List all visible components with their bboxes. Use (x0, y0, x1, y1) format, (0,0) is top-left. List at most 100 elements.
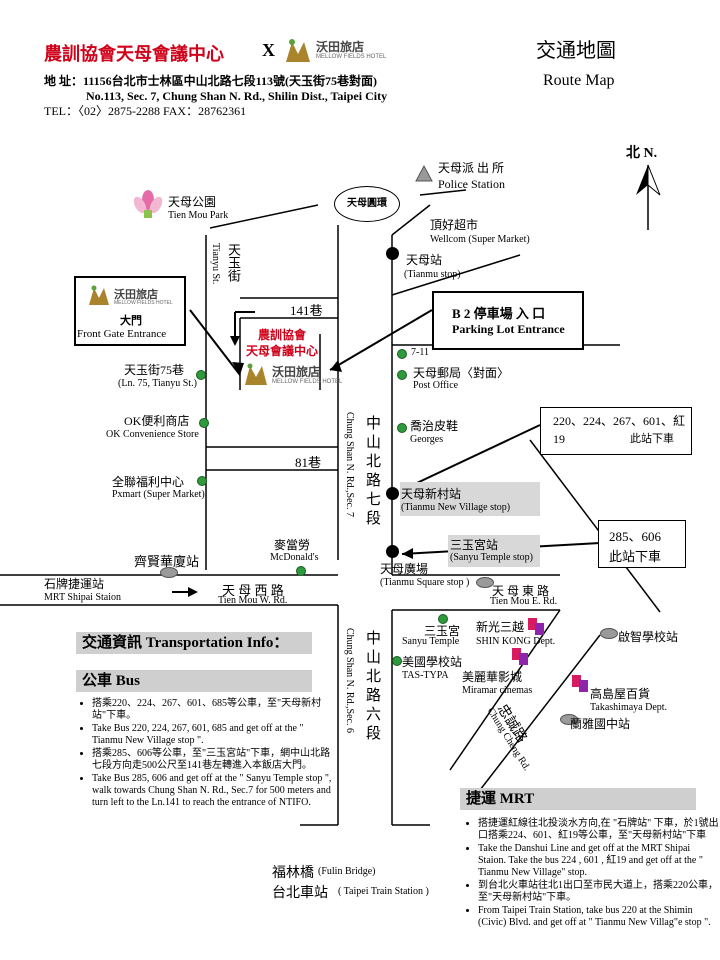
center-line1: 農訓協會 (258, 328, 307, 342)
mcd-marker (296, 566, 306, 576)
sanyu-stop-en: (Sanyu Temple stop) (450, 552, 533, 563)
transport-heading: 交通資訊 Transportation Info： (76, 632, 312, 654)
ok-store-marker (199, 418, 209, 428)
shinkong-zh: 新光三越 (476, 620, 525, 634)
hotel-logo-icon (245, 363, 267, 385)
hotel-logo-header: 沃田旅店 MELLOW FIELDS HOTEL (284, 36, 386, 66)
seven-eleven: 7-11 (411, 347, 429, 358)
lanya-marker (560, 714, 578, 725)
mrt-info-item: 搭捷運紅線往北投淡水方向,在 "石牌站" 下車，於1號出口搭乘224、601、紅… (478, 818, 720, 842)
miramar-en: Miramar cinemas (462, 685, 533, 696)
pxmart-zh: 全聯福利中心 (112, 475, 185, 489)
tienmu-w-zh: 天 母 西 路 (222, 583, 284, 598)
tienmu-e-marker (476, 577, 494, 588)
shopping-bags-icon (512, 618, 588, 692)
post-en: Post Office (413, 380, 459, 391)
new-village-en: (Tianmu New Village stop) (401, 502, 511, 513)
tienmu-e-zh: 天 母 東 路 (492, 584, 550, 598)
sanyu-temple-marker (438, 614, 448, 624)
bus-box2-numbers: 285、606 (609, 529, 662, 544)
bus-heading: 公車 Bus (76, 670, 312, 692)
hotel-name-center-en: MELLOW FIELDS HOTEL (272, 379, 343, 385)
parking-entrance-box: B 2 停車場 入 口 Parking Lot Entrance (432, 291, 584, 350)
pxmart-en: Pxmart (Super Market) (112, 489, 205, 500)
post-zh: 天母郵局〈對面〉 (413, 366, 510, 380)
chungshan7-zh: 中山北路七段 (366, 416, 382, 527)
mrt-info-item: Take the Danshui Line and get off at the… (478, 843, 720, 879)
bus-box-2: 285、606 此站下車 (598, 520, 686, 568)
roundabout: 天母圓環 (334, 186, 400, 222)
bus-info-item: 搭乘285、606等公車，至"三玉宮站"下車，網中山北路七段方向走500公尺至1… (92, 748, 332, 772)
mrt-info-item: From Taipei Train Station, take bus 220 … (478, 905, 720, 929)
wellcome-en: Wellcom (Super Market) (430, 234, 530, 245)
address-zh: 地 址：11156台北市士林區中山北路七段113號(天玉街75巷對面) (44, 74, 378, 88)
tas-en: TAS-TYPA (402, 670, 449, 681)
tienmu-park-zh: 天母公園 (168, 195, 217, 209)
miramar-zh: 美麗華影城 (462, 670, 523, 684)
hotel-logo-icon (89, 285, 109, 305)
tianmu-square-en: (Tianmu Square stop ) (380, 577, 470, 588)
takashimaya-en: Takashimaya Dept. (590, 702, 668, 713)
qilu-stop: 齊賢華廈站 (134, 554, 200, 569)
tas-zh: 美國學校站 (402, 655, 463, 669)
police-en: Police Station (438, 177, 505, 191)
police-zh: 天母派 出 所 (438, 161, 505, 175)
bus-box1-suffix: 此站下車 (630, 433, 674, 445)
hotel-logo-en: MELLOW FIELDS HOTEL (114, 300, 173, 306)
ok-zh: OK便利商店 (124, 414, 190, 428)
mcd-zh: 麥當勞 (274, 538, 311, 552)
tianyu-st-en: Tianyu St. (210, 243, 221, 285)
center-line2: 天母會議中心 (246, 344, 319, 358)
sanyu-temple-en: Sanyu Temple (402, 636, 460, 647)
shinkong-en: SHIN KONG Dept. (476, 636, 556, 647)
tienmu-park-en: Tien Mou Park (168, 210, 229, 221)
hotel-logo-icon (286, 39, 310, 62)
front-gate-zh: 大門 (120, 315, 142, 327)
parking-en: Parking Lot Entrance (452, 322, 565, 336)
lane-141: 141巷 (290, 303, 323, 318)
bus-info-item: Take Bus 220, 224, 267, 601, 685 and get… (92, 723, 332, 747)
fulin-en: (Fulin Bridge) (318, 866, 376, 877)
tianmu-square-zh: 天母廣場 (380, 562, 429, 576)
hotel-logo-center: 沃田旅店 MELLOW FIELDS HOTEL (244, 362, 344, 388)
org-name: 農訓協會天母會議中心 (44, 44, 224, 64)
qilu-marker (160, 567, 178, 578)
tianmu-stop-marker (386, 247, 399, 260)
lane-81: 81巷 (295, 455, 322, 470)
bus-info-list: 搭乘220、224、267、601、685等公車，至"天母新村站"下車。 Tak… (76, 698, 332, 810)
compass-arrow (636, 165, 648, 195)
tianmu-stop-zh: 天母站 (406, 253, 443, 267)
bus-info-item: Take Bus 285, 606 and get off at the " S… (92, 773, 332, 809)
chungshan6-en: Chung Shan N. Rd.,Sec. 6 (344, 628, 355, 733)
taipei-main-en: ( Taipei Train Station ) (338, 886, 429, 897)
wellcome-zh: 頂好超市 (430, 218, 479, 232)
x-mark: X (262, 40, 275, 60)
tianmu-square-marker (386, 545, 399, 558)
georges-marker (397, 423, 407, 433)
fulin-zh: 福林橋 (272, 866, 314, 881)
new-village-zh: 天母新村站 (401, 487, 462, 501)
tas-marker (392, 656, 402, 666)
sanyu-stop-zh: 三玉宮站 (450, 538, 499, 552)
tienmu-e-en: Tien Mou E. Rd. (490, 596, 558, 607)
new-village-marker (386, 487, 399, 500)
sanyu-temple-zh: 三玉宮 (424, 624, 461, 638)
kang-school: 啟智學校站 (618, 630, 679, 644)
bus-box1-numbers: 220、224、267、601、紅19 (553, 414, 686, 446)
parking-zh: B 2 停車場 入 口 (452, 306, 546, 321)
georges-zh: 喬治皮鞋 (410, 419, 459, 433)
mcd-en: McDonald's (270, 552, 319, 563)
seven-eleven-marker (397, 349, 407, 359)
sanyu-stop-shade (448, 535, 540, 567)
tienmu-w-en: Tien Mou W. Rd. (218, 595, 288, 606)
chungshan6-zh: 中山北路六段 (366, 631, 382, 742)
tianmu-stop-en: (Tianmu stop) (404, 269, 461, 280)
flower-icon (133, 190, 163, 218)
mrt-info-list: 搭捷運紅線往北投淡水方向,在 "石牌站" 下車，於1號出口搭乘224、601、紅… (462, 818, 720, 930)
hotel-name-center: 沃田旅店 (272, 365, 321, 379)
title-en: Route Map (543, 72, 615, 89)
lanya-zh: 蘭雅國中站 (570, 717, 631, 731)
ln75-marker (196, 370, 206, 380)
hotel-name-zh: 沃田旅店 (316, 40, 365, 54)
